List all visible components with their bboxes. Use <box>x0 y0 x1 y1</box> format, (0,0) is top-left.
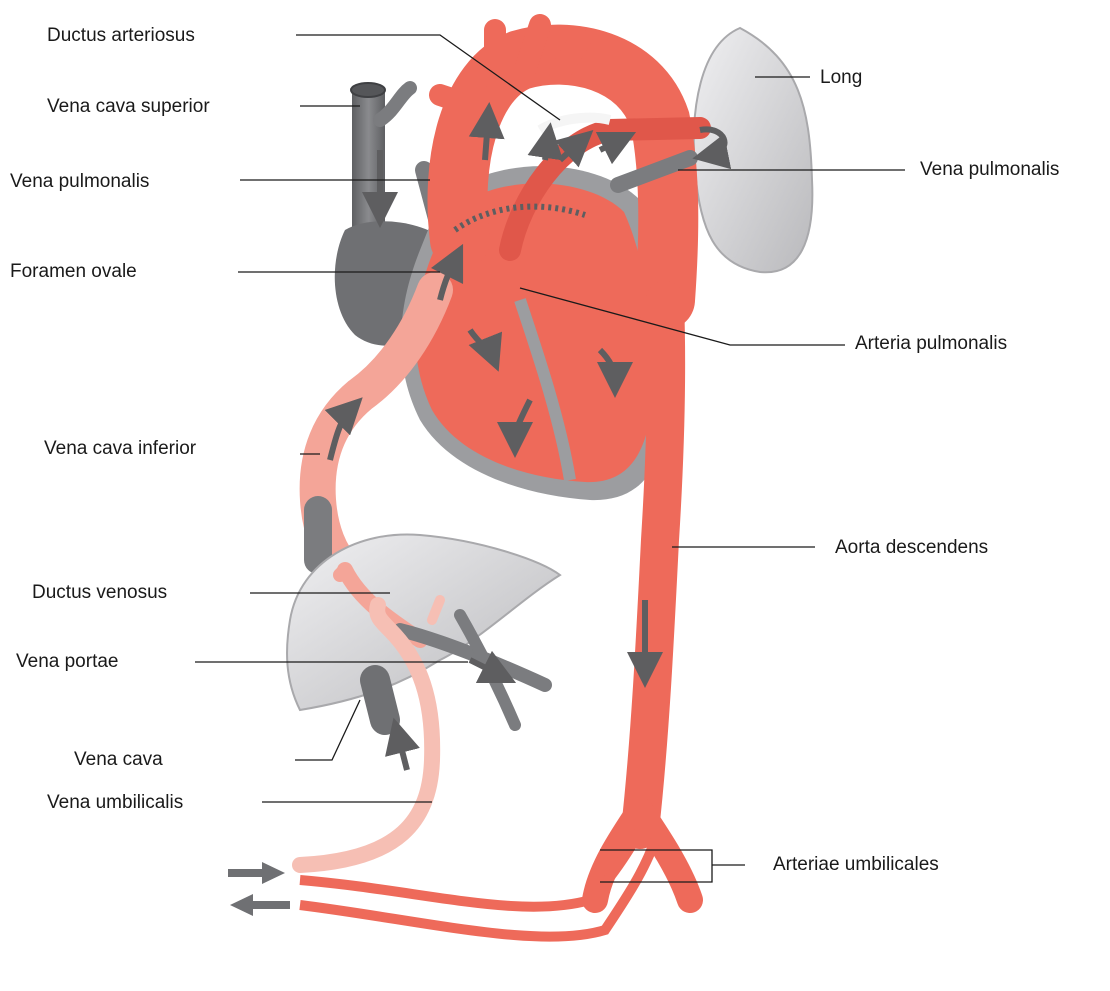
umbilical-out-arrowhead <box>230 894 253 916</box>
label-aorta-descendens: Aorta descendens <box>835 537 988 559</box>
label-vena-portae: Vena portae <box>16 651 118 673</box>
label-ductus-arteriosus: Ductus arteriosus <box>47 25 195 47</box>
label-vena-cava: Vena cava <box>74 749 163 771</box>
label-arteria-pulmonalis: Arteria pulmonalis <box>855 333 1007 355</box>
umbilical-flow-arrows <box>228 862 290 916</box>
label-foramen-ovale: Foramen ovale <box>10 261 137 283</box>
label-arteriae-umbilicales: Arteriae umbilicales <box>773 854 939 876</box>
iliac-bifurcation <box>595 810 690 900</box>
lung-shape <box>694 28 813 272</box>
label-vena-cava-superior: Vena cava superior <box>47 96 210 118</box>
vena-cava-vessel <box>375 680 385 720</box>
label-vena-umbilicalis: Vena umbilicalis <box>47 792 183 814</box>
label-long: Long <box>820 67 862 89</box>
vena-cava-flow-arrow <box>398 735 407 770</box>
umbilical-artery-upper <box>300 830 640 907</box>
label-ductus-venosus: Ductus venosus <box>32 582 167 604</box>
label-vena-cava-inferior: Vena cava inferior <box>44 438 196 460</box>
label-vena-pulmonalis-left: Vena pulmonalis <box>10 171 149 193</box>
ductus-venosus-branch <box>340 570 345 575</box>
label-vena-pulmonalis-right: Vena pulmonalis <box>920 159 1059 181</box>
vena-cava-superior-opening <box>351 83 385 97</box>
umbilical-in-arrowhead <box>262 862 285 884</box>
